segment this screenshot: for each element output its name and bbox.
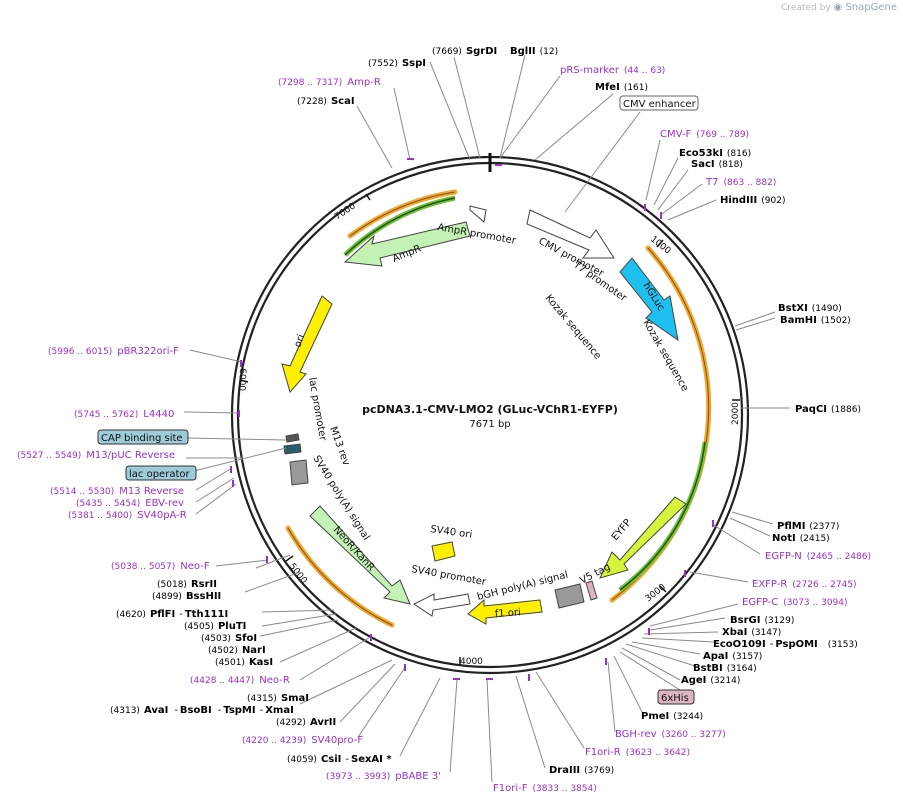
neor-kanr-arrow	[309, 505, 411, 605]
svg-text:PaqCI(1886): PaqCI(1886)	[795, 404, 861, 415]
svg-text:HindIII(902): HindIII(902)	[720, 195, 785, 206]
svg-text:NotI(2415): NotI(2415)	[772, 533, 830, 544]
tick-label: 2000	[731, 402, 741, 425]
svg-text:(4315)SmaI: (4315)SmaI	[247, 693, 309, 704]
svg-text:AgeI(3214): AgeI(3214)	[681, 675, 740, 686]
svg-text:DraIII(3769): DraIII(3769)	[549, 765, 614, 776]
svg-text:BstXI(1490): BstXI(1490)	[778, 303, 842, 314]
svg-text:PflMI(2377): PflMI(2377)	[777, 521, 839, 532]
svg-text:(3973 .. 3993)pBABE 3': (3973 .. 3993)pBABE 3'	[326, 771, 441, 782]
svg-text:(7669)SgrDI: (7669)SgrDI	[432, 46, 497, 57]
v5-tag	[585, 580, 598, 601]
svg-text:(5018)RsrII: (5018)RsrII	[157, 579, 217, 590]
svg-text:f1 ori: f1 ori	[494, 607, 521, 620]
ampr-arrow	[343, 221, 471, 267]
svg-text:EGFP-C(3073 .. 3094): EGFP-C(3073 .. 3094)	[742, 597, 848, 608]
svg-text:F1ori-F(3833 .. 3854): F1ori-F(3833 .. 3854)	[493, 783, 597, 794]
restriction-sites: (7669)SgrDI (7552)SspI BglII(12) (7228)S…	[110, 46, 861, 776]
svg-text:BamHI(1502): BamHI(1502)	[780, 315, 851, 326]
svg-text:EGFP-N(2465 .. 2486): EGFP-N(2465 .. 2486)	[765, 551, 871, 562]
svg-text:EXFP-R(2726 .. 2745): EXFP-R(2726 .. 2745)	[752, 579, 857, 590]
svg-text:(5745 .. 5762)L4440: (5745 .. 5762)L4440	[74, 409, 174, 420]
box-lac-operator: lac operator	[129, 469, 190, 480]
primer-labels: (7298 .. 7317)Amp-R pRS-marker(44 .. 63)…	[17, 65, 871, 794]
svg-text:CMV-F(769 .. 789): CMV-F(769 .. 789)	[660, 129, 749, 140]
svg-text:(5996 .. 6015)pBR322ori-F: (5996 .. 6015)pBR322ori-F	[48, 346, 179, 357]
lac-operator-block	[283, 443, 302, 455]
svg-text:XbaI(3147): XbaI(3147)	[722, 627, 781, 638]
eyfp-arrow	[599, 496, 687, 579]
ampr-promoter-arrow	[469, 205, 487, 223]
svg-text:SV40 ori: SV40 ori	[430, 524, 473, 541]
svg-text:SV40 promoter: SV40 promoter	[410, 564, 487, 588]
ori-arrow	[281, 295, 333, 394]
svg-text:(4501)KasI: (4501)KasI	[215, 657, 273, 668]
box-cmv-enhancer: CMV enhancer	[623, 99, 697, 110]
svg-text:(4620)PflFI-Tth111I: (4620)PflFI-Tth111I	[116, 609, 228, 620]
leader-lines	[183, 54, 790, 783]
svg-text:M13 rev: M13 rev	[327, 425, 351, 467]
svg-text:(4428 .. 4447)Neo-R: (4428 .. 4447)Neo-R	[190, 675, 290, 686]
svg-text:(4502)NarI: (4502)NarI	[208, 645, 266, 656]
svg-text:(7298 .. 7317)Amp-R: (7298 .. 7317)Amp-R	[278, 77, 381, 88]
svg-text:Kozak sequence: Kozak sequence	[543, 293, 603, 362]
svg-text:(4313)AvaI-BsoBI-TspMI-XmaI: (4313)AvaI-BsoBI-TspMI-XmaI	[110, 705, 294, 716]
feature-arrows	[281, 205, 687, 625]
svg-text:EcoO109I-PspOMI(3153): EcoO109I-PspOMI(3153)	[713, 639, 858, 650]
bgh-polya	[554, 583, 585, 609]
f1-ori-arrow	[467, 598, 543, 625]
svg-text:(5038 .. 5057)Neo-F: (5038 .. 5057)Neo-F	[111, 561, 210, 572]
svg-text:(4220 .. 4239)SV40pro-F: (4220 .. 4239)SV40pro-F	[242, 735, 363, 746]
credit: Created by ◉ SnapGene	[781, 2, 897, 13]
cap-site-block	[285, 433, 300, 443]
svg-text:bGH poly(A) signal: bGH poly(A) signal	[476, 570, 569, 603]
svg-text:(5435 .. 5454)EBV-rev: (5435 .. 5454)EBV-rev	[76, 498, 184, 509]
sv40-polya	[289, 459, 309, 486]
svg-text:Eco53kI(816): Eco53kI(816)	[679, 148, 751, 159]
cmv-promoter-arrow	[526, 209, 615, 259]
boxed-labels: CMV enhancer CAP binding site lac operat…	[97, 95, 699, 705]
svg-text:PmeI(3244): PmeI(3244)	[641, 711, 703, 722]
tick-marks	[239, 193, 740, 665]
svg-text:(5381 .. 5400)SV40pA-R: (5381 .. 5400)SV40pA-R	[68, 510, 187, 521]
svg-text:(4503)SfoI: (4503)SfoI	[201, 633, 257, 644]
svg-text:(4292)AvrII: (4292)AvrII	[276, 717, 336, 728]
svg-text:(5527 .. 5549)M13/pUC Reverse: (5527 .. 5549)M13/pUC Reverse	[17, 450, 175, 461]
box-6xhis: 6xHis	[661, 693, 689, 704]
svg-text:BstBI(3164): BstBI(3164)	[693, 663, 757, 674]
sv40-promoter-arrow	[413, 593, 471, 617]
plasmid-name: pcDNA3.1-CMV-LMO2 (GLuc-VChR1-EYFP)	[362, 403, 618, 416]
plasmid-size: 7671 bp	[469, 419, 510, 430]
svg-text:AmpR promoter: AmpR promoter	[436, 222, 517, 247]
hgluc-arrow	[619, 257, 679, 342]
tick-label: 5000	[287, 562, 309, 586]
svg-text:MfeI(161): MfeI(161)	[595, 82, 648, 93]
svg-text:BsrGI(3129): BsrGI(3129)	[730, 615, 794, 626]
svg-text:EYFP: EYFP	[610, 517, 634, 543]
box-cap-binding-site: CAP binding site	[101, 433, 183, 444]
svg-text:SacI(818): SacI(818)	[691, 159, 743, 170]
svg-text:T7(863 .. 882): T7(863 .. 882)	[705, 177, 776, 188]
tick-label: 7000	[333, 201, 358, 222]
svg-text:(7228)ScaI: (7228)ScaI	[297, 96, 355, 107]
svg-text:ApaI(3157): ApaI(3157)	[703, 651, 762, 662]
svg-text:pRS-marker(44 .. 63): pRS-marker(44 .. 63)	[560, 65, 665, 76]
primer-marks	[230, 158, 714, 681]
svg-text:(7552)SspI: (7552)SspI	[368, 58, 426, 69]
tick-label: 6000	[236, 368, 247, 392]
sv40-ori	[431, 541, 456, 562]
snapgene-logo: ◉ SnapGene	[833, 2, 897, 13]
svg-text:lac promoter: lac promoter	[306, 377, 328, 443]
svg-text:(4505)PluTI: (4505)PluTI	[184, 621, 246, 632]
svg-text:(5514 .. 5530)M13 Reverse: (5514 .. 5530)M13 Reverse	[50, 486, 184, 497]
svg-text:(4899)BssHII: (4899)BssHII	[152, 591, 221, 602]
svg-text:ori: ori	[292, 333, 307, 349]
tick-label: 4000	[460, 657, 483, 667]
svg-text:BGH-rev(3260 .. 3277): BGH-rev(3260 .. 3277)	[615, 729, 726, 740]
svg-text:BglII(12): BglII(12)	[510, 46, 558, 57]
tick-label: 3000	[644, 582, 668, 604]
svg-text:F1ori-R(3623 .. 3642): F1ori-R(3623 .. 3642)	[585, 747, 690, 758]
svg-text:(4059)CsiI-SexAI *: (4059)CsiI-SexAI *	[287, 754, 392, 765]
